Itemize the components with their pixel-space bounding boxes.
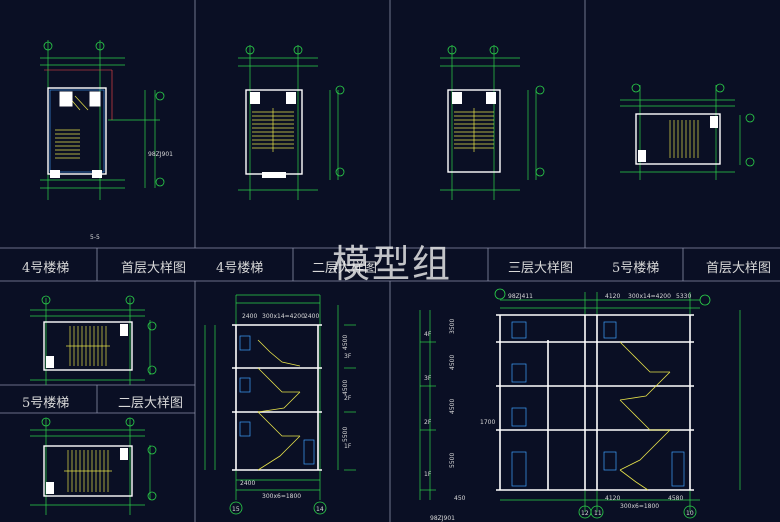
title-stair4-b: 4号楼梯 [216,261,264,276]
plan-stair4-second [238,45,345,200]
floor-2f: 2F [424,419,432,426]
dim-v-1: 5500 [449,453,456,468]
plan-notes: 5-5 98ZJ901 [90,151,173,241]
axis-12: 12 [581,510,589,517]
ref-label: 98ZJ411 [508,293,533,300]
section-a [204,294,356,515]
plan-stair4-third [440,45,545,200]
axis-15: 15 [232,506,240,513]
title-second-b: 二层大样图 [312,261,378,276]
floor-3f: 3F [424,375,432,382]
dim-top-2: 300x14=4200 [628,293,671,300]
axis-11: 11 [594,510,602,517]
dim-v-3: 4500 [449,355,456,370]
title-ground-d: 首层大样图 [706,261,772,276]
dim-bottom-1: 4120 [605,495,620,502]
plan-stair5-second [30,295,157,385]
ref-note: 98ZJ901 [148,151,173,158]
title-second-left: 二层大样图 [118,396,184,411]
section-a-labels: 2400 300x14=4200 2400 2400 300x6=1800 1F… [232,313,352,513]
dim-v-4: 3500 [449,319,456,334]
section-b [419,288,741,519]
title-stair5-d: 5号楼梯 [612,261,660,276]
dim-top-1: 2400 [242,313,257,320]
plan-stair4-ground [40,40,165,200]
watermark: 模型组 [332,242,453,286]
floor-1f: 1F [344,443,352,450]
title-third-c: 三层大样图 [508,261,574,276]
dim-top-3: 2400 [304,313,319,320]
dim-top-1: 4120 [605,293,620,300]
floor-1f: 1F [424,471,432,478]
title-stair5-left: 5号楼梯 [22,396,70,411]
axis-10: 10 [686,510,694,517]
dim-v-1: 5500 [342,427,349,442]
plan-stair5-third [30,417,157,515]
dim-bottom-2: 300x6=1800 [262,493,301,500]
dim-bottom-3: 4580 [668,495,683,502]
misc-450: 450 [454,495,466,502]
dim-v-3: 4500 [342,335,349,350]
dim-v-2: 4500 [342,380,349,395]
dim-top-2: 300x14=4200 [262,313,305,320]
misc-1700: 1700 [480,419,495,426]
axis-14: 14 [316,506,324,513]
section-b-labels: 98ZJ411 4120 300x14=4200 5330 4120 300x6… [424,293,694,522]
section-note: 5-5 [90,234,100,241]
title-ground-a: 首层大样图 [121,261,187,276]
floor-2f: 2F [344,395,352,402]
ref-label-2: 98ZJ901 [430,515,455,522]
floor-4f: 4F [424,331,432,338]
floor-3f: 3F [344,353,352,360]
dim-bottom-2: 300x6=1800 [620,503,659,510]
title-stair4-a: 4号楼梯 [22,261,70,276]
plan-stair5-ground [620,83,755,180]
dim-top-3: 5330 [676,293,691,300]
dim-bottom-1: 2400 [240,480,255,487]
dim-v-2: 4500 [449,399,456,414]
